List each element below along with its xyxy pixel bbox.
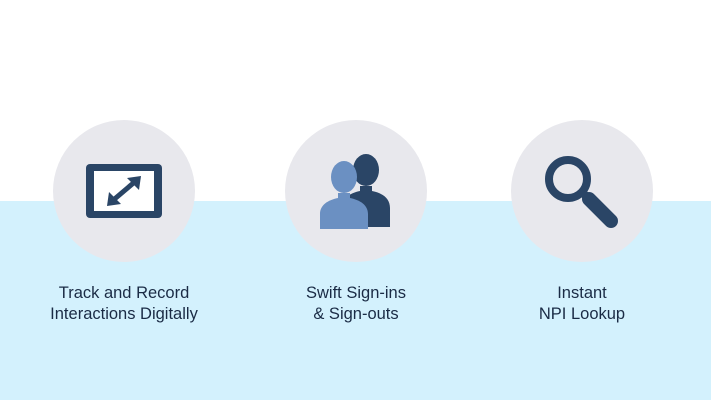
feature-label-line: Interactions Digitally: [50, 305, 198, 323]
icon-circle: [285, 120, 427, 262]
feature-label-line: Track and Record: [58, 284, 190, 302]
feature-label-line: Instant: [557, 284, 607, 302]
feature-npi-lookup: Instant NPI Lookup: [482, 120, 682, 325]
icon-circle: [53, 120, 195, 262]
feature-label: Track and Record Interactions Digitally: [50, 283, 198, 325]
feature-label-line: & Sign-outs: [313, 305, 399, 323]
magnifier-icon: [545, 156, 618, 228]
feature-label-line: Swift Sign-ins: [306, 284, 406, 302]
feature-label: Swift Sign-ins & Sign-outs: [306, 283, 406, 325]
users-icon: [320, 154, 390, 229]
icon-circle: [511, 120, 653, 262]
feature-track-record: Track and Record Interactions Digitally: [24, 120, 224, 325]
feature-sign-ins: Swift Sign-ins & Sign-outs: [256, 120, 456, 325]
tablet-arrows-icon: [86, 164, 162, 218]
feature-label: Instant NPI Lookup: [539, 283, 625, 325]
feature-label-line: NPI Lookup: [538, 305, 626, 323]
